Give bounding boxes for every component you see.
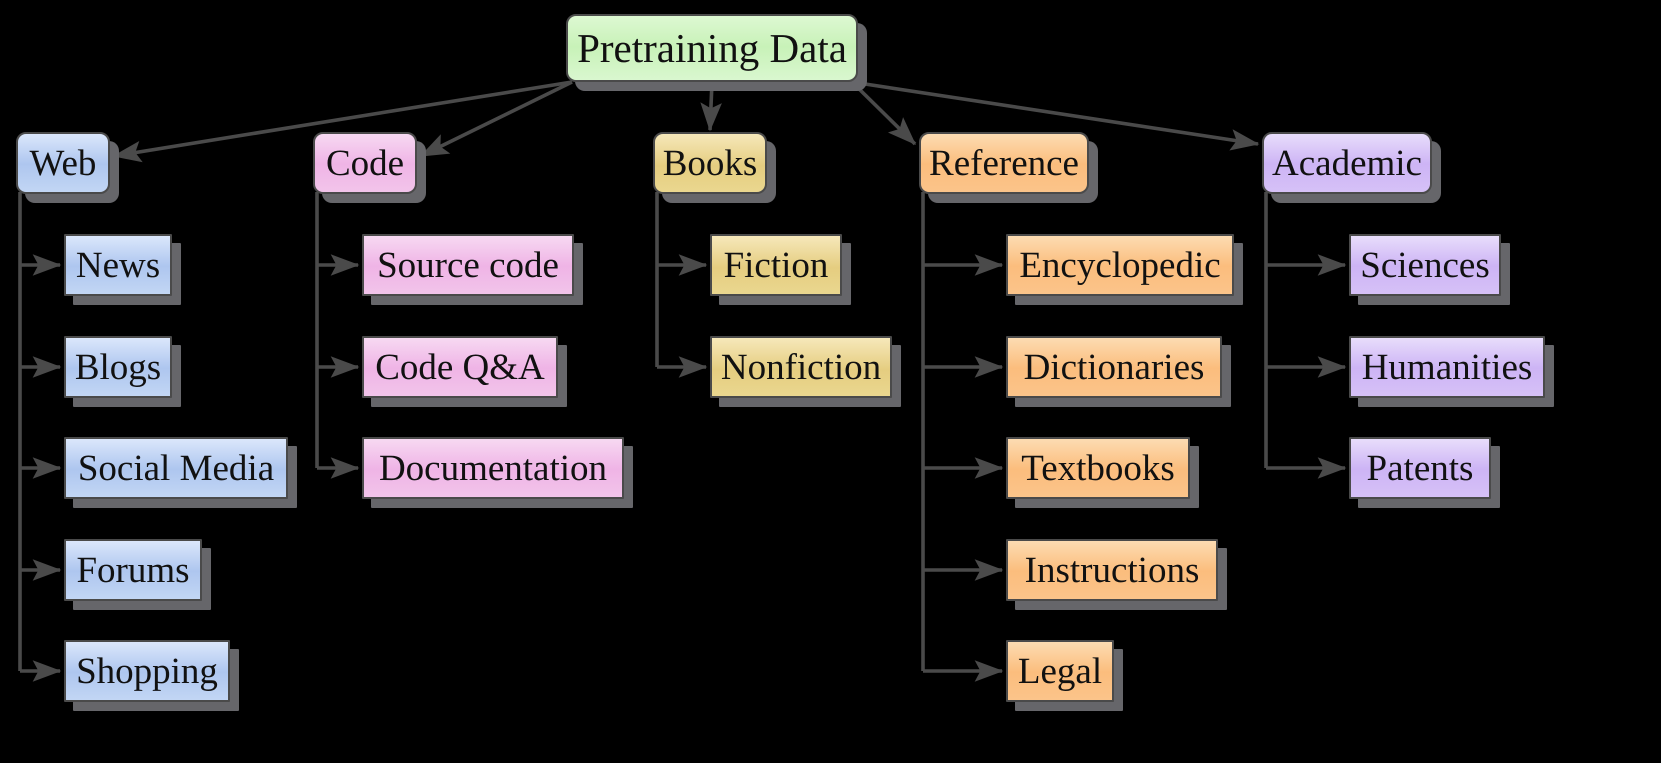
leaf-node-legal[interactable]: Legal <box>1006 640 1114 702</box>
leaf-node-fiction[interactable]: Fiction <box>710 234 842 296</box>
leaf-node-social-media[interactable]: Social Media <box>64 437 288 499</box>
leaf-node-instructions[interactable]: Instructions <box>1006 539 1218 601</box>
category-node-academic[interactable]: Academic <box>1262 132 1432 194</box>
leaf-node-source-code[interactable]: Source code <box>362 234 574 296</box>
node-label: Dictionaries <box>1023 346 1205 388</box>
leaf-node-patents[interactable]: Patents <box>1349 437 1491 499</box>
category-node-reference[interactable]: Reference <box>919 132 1089 194</box>
node-label: Academic <box>1272 142 1422 184</box>
node-label: Humanities <box>1361 346 1533 388</box>
leaf-node-blogs[interactable]: Blogs <box>64 336 172 398</box>
node-label: Forums <box>76 549 190 591</box>
node-label: Fiction <box>723 244 829 286</box>
node-label: Patents <box>1366 447 1474 489</box>
node-label: Code Q&A <box>375 346 545 388</box>
root-node-pretraining-data[interactable]: Pretraining Data <box>566 14 858 82</box>
node-label: Instructions <box>1024 549 1200 591</box>
leaf-node-forums[interactable]: Forums <box>64 539 202 601</box>
leaf-node-sciences[interactable]: Sciences <box>1349 234 1501 296</box>
leaf-node-code-qanda[interactable]: Code Q&A <box>362 336 558 398</box>
node-label: Nonfiction <box>720 346 882 388</box>
leaf-node-dictionaries[interactable]: Dictionaries <box>1006 336 1222 398</box>
node-label: Books <box>662 142 758 184</box>
node-label: Encyclopedic <box>1019 244 1221 286</box>
node-label: News <box>75 244 161 286</box>
category-node-web[interactable]: Web <box>16 132 110 194</box>
node-label: Pretraining Data <box>577 24 847 71</box>
leaf-node-documentation[interactable]: Documentation <box>362 437 624 499</box>
leaf-node-encyclopedic[interactable]: Encyclopedic <box>1006 234 1234 296</box>
node-label: Blogs <box>74 346 162 388</box>
node-label: Reference <box>929 142 1079 184</box>
leaf-node-nonfiction[interactable]: Nonfiction <box>710 336 892 398</box>
node-label: Textbooks <box>1021 447 1175 489</box>
node-label: Code <box>325 142 405 184</box>
node-label: Social Media <box>77 447 275 489</box>
leaf-node-news[interactable]: News <box>64 234 172 296</box>
leaf-node-textbooks[interactable]: Textbooks <box>1006 437 1190 499</box>
node-label: Source code <box>377 244 559 286</box>
leaf-node-humanities[interactable]: Humanities <box>1349 336 1545 398</box>
node-label: Web <box>29 142 97 184</box>
leaf-node-shopping[interactable]: Shopping <box>64 640 230 702</box>
edge <box>419 80 573 158</box>
node-label: Sciences <box>1360 244 1490 286</box>
node-label: Documentation <box>378 447 608 489</box>
category-node-books[interactable]: Books <box>653 132 767 194</box>
node-label: Shopping <box>76 650 218 692</box>
edge <box>850 80 917 146</box>
node-label: Legal <box>1017 650 1103 692</box>
category-node-code[interactable]: Code <box>313 132 417 194</box>
